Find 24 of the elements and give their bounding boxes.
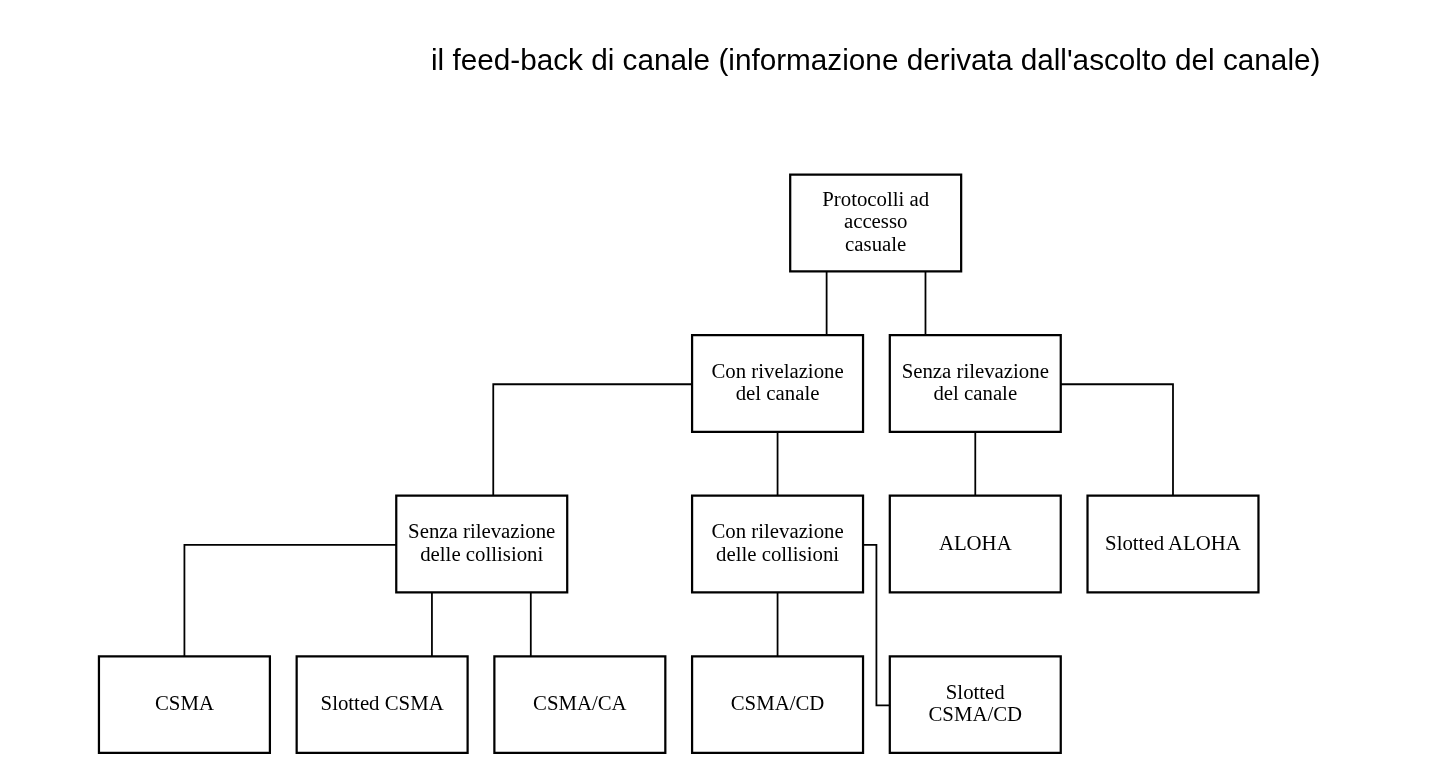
- connector: [529, 591, 532, 658]
- connector: [973, 431, 976, 497]
- node-box: Senza rilevazione del canale: [888, 334, 1062, 433]
- node-box: Con rilevazione delle collisioni: [690, 494, 864, 594]
- node-box: Protocolli ad accesso casuale: [788, 173, 962, 273]
- connector: [861, 543, 891, 707]
- connector: [776, 591, 778, 658]
- connector: [491, 383, 693, 497]
- node-box: CSMA/CD: [690, 655, 864, 755]
- connector: [430, 591, 433, 658]
- node-box: Senza rilevazione delle collisioni: [394, 494, 568, 594]
- connector: [825, 270, 827, 336]
- connector: [1059, 383, 1174, 497]
- connector: [924, 270, 926, 336]
- connector: [776, 431, 778, 497]
- node-box: Slotted CSMA: [295, 655, 469, 755]
- node-box: Slotted ALOHA: [1085, 494, 1260, 594]
- connector: [183, 543, 397, 658]
- node-box: ALOHA: [888, 494, 1062, 594]
- node-box: Con rivelazione del canale: [690, 334, 864, 433]
- node-box: CSMA/CA: [492, 655, 666, 755]
- node-box: CSMA: [97, 655, 271, 755]
- node-box: Slotted CSMA/CD: [888, 655, 1062, 755]
- label: il feed-back di canale (informazione derivata dall'ascolto del canale): [430, 42, 1320, 76]
